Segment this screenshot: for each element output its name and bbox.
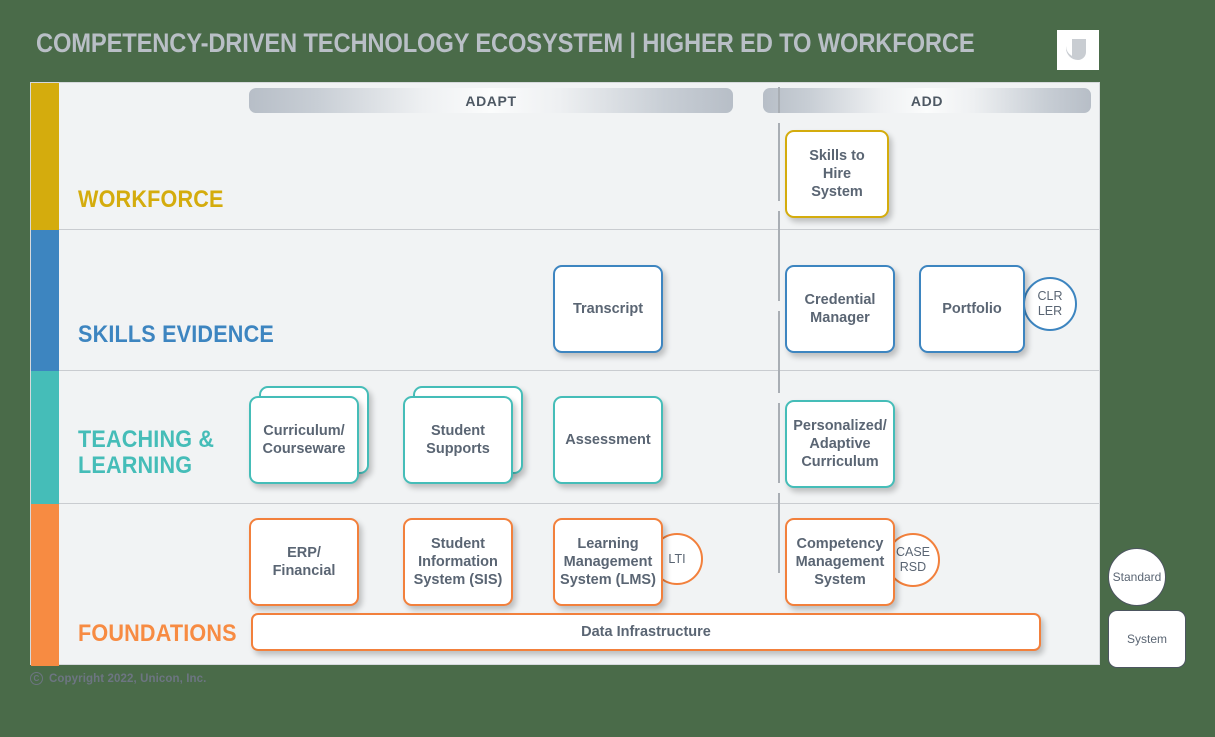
card-student-information-system[interactable]: Student Information System (SIS) <box>403 518 513 606</box>
copyright-text: Copyright 2022, Unicon, Inc. <box>49 672 207 685</box>
column-header-adapt: ADAPT <box>249 88 733 113</box>
copyright-icon: C <box>30 672 43 685</box>
copyright-notice: C Copyright 2022, Unicon, Inc. <box>30 672 206 685</box>
logo-glyph <box>1066 39 1086 60</box>
rail-foundations <box>31 504 59 666</box>
bar-data-infrastructure[interactable]: Data Infrastructure <box>251 613 1041 651</box>
rail-skills-evidence <box>31 230 59 371</box>
legend-system-shape: System <box>1108 610 1186 668</box>
row-workforce <box>59 83 1099 230</box>
card-portfolio[interactable]: Portfolio <box>919 265 1025 353</box>
column-divider-workforce <box>778 87 780 113</box>
card-learning-management-system[interactable]: Learning Management System (LMS) <box>553 518 663 606</box>
column-divider-3 <box>778 311 780 393</box>
card-skills-to-hire-system[interactable]: Skills to Hire System <box>785 130 889 218</box>
column-divider-5 <box>778 493 780 573</box>
row-label-skills-evidence: SKILLS EVIDENCE <box>78 321 274 348</box>
row-label-foundations: FOUNDATIONS <box>78 620 237 647</box>
rail-teaching <box>31 371 59 504</box>
slide-header: COMPETENCY-DRIVEN TECHNOLOGY ECOSYSTEM |… <box>0 0 1215 82</box>
column-divider-1 <box>778 123 780 201</box>
card-erp-financial[interactable]: ERP/ Financial <box>249 518 359 606</box>
page-title: COMPETENCY-DRIVEN TECHNOLOGY ECOSYSTEM |… <box>36 28 975 58</box>
card-personalized-adaptive-curriculum[interactable]: Personalized/ Adaptive Curriculum <box>785 400 895 488</box>
rail-workforce <box>31 83 59 230</box>
column-divider-2 <box>778 211 780 301</box>
card-assessment[interactable]: Assessment <box>553 396 663 484</box>
legend-standard-shape: Standard <box>1108 548 1166 606</box>
card-student-supports[interactable]: Student Supports <box>403 396 513 484</box>
unicon-logo <box>1057 30 1099 70</box>
standard-clr-ler[interactable]: CLR LER <box>1023 277 1077 331</box>
row-label-teaching: TEACHING & LEARNING <box>78 426 215 479</box>
row-skills-evidence <box>59 230 1099 371</box>
standard-case-rsd[interactable]: CASE RSD <box>886 533 940 587</box>
column-divider-4 <box>778 403 780 483</box>
row-teaching <box>59 371 1099 504</box>
card-competency-management-system[interactable]: Competency Management System <box>785 518 895 606</box>
ecosystem-matrix: WORKFORCE SKILLS EVIDENCE TEACHING & LEA… <box>30 82 1100 666</box>
card-credential-manager[interactable]: Credential Manager <box>785 265 895 353</box>
card-curriculum-courseware[interactable]: Curriculum/ Courseware <box>249 396 359 484</box>
row-label-workforce: WORKFORCE <box>78 186 224 213</box>
column-header-add: ADD <box>763 88 1091 113</box>
card-transcript[interactable]: Transcript <box>553 265 663 353</box>
